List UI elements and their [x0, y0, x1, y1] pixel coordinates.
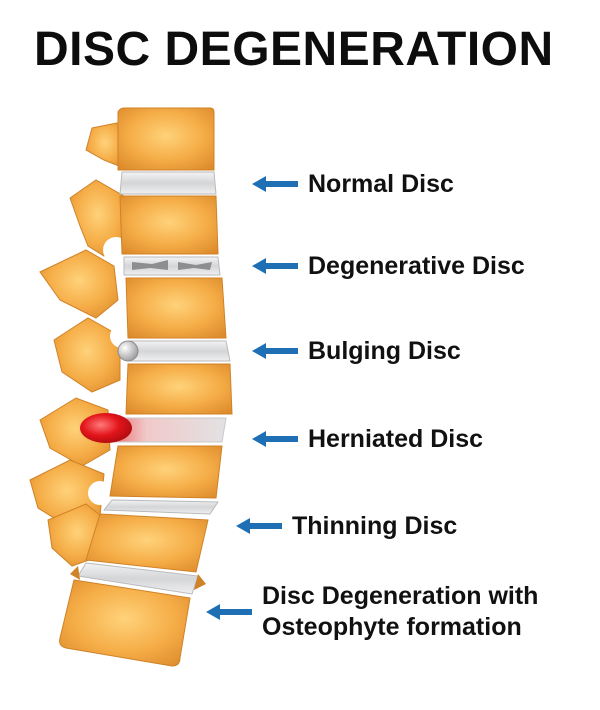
osteophyte-label-line2: Osteophyte formation	[262, 612, 538, 643]
arrow-left-icon	[252, 258, 298, 274]
thinning-disc	[104, 500, 218, 514]
label-bulging-disc: Bulging Disc	[252, 331, 461, 371]
posterior-processes	[30, 122, 126, 566]
arrow-left-icon	[252, 176, 298, 192]
osteophyte-label: Disc Degeneration with Osteophyte format…	[262, 581, 538, 643]
normal-disc-label: Normal Disc	[308, 170, 454, 199]
arrow-left-icon	[236, 518, 282, 534]
osteophyte-label-line1: Disc Degeneration with	[262, 581, 538, 612]
bulging-disc	[128, 341, 230, 361]
thinning-disc-label: Thinning Disc	[292, 512, 457, 541]
arrow-left-icon	[252, 343, 298, 359]
herniated-disc-label: Herniated Disc	[308, 425, 483, 454]
disc-bulge	[118, 341, 138, 361]
normal-disc	[120, 172, 216, 194]
herniation-blob	[80, 413, 132, 443]
arrow-left-icon	[252, 431, 298, 447]
bulging-disc-label: Bulging Disc	[308, 337, 461, 366]
arrow-left-icon	[206, 604, 252, 620]
label-thinning-disc: Thinning Disc	[236, 506, 457, 546]
label-osteophyte-disc: Disc Degeneration with Osteophyte format…	[206, 581, 538, 643]
label-degenerative-disc: Degenerative Disc	[252, 246, 525, 286]
label-normal-disc: Normal Disc	[252, 164, 454, 204]
degenerative-disc-label: Degenerative Disc	[308, 252, 525, 281]
label-herniated-disc: Herniated Disc	[252, 419, 483, 459]
